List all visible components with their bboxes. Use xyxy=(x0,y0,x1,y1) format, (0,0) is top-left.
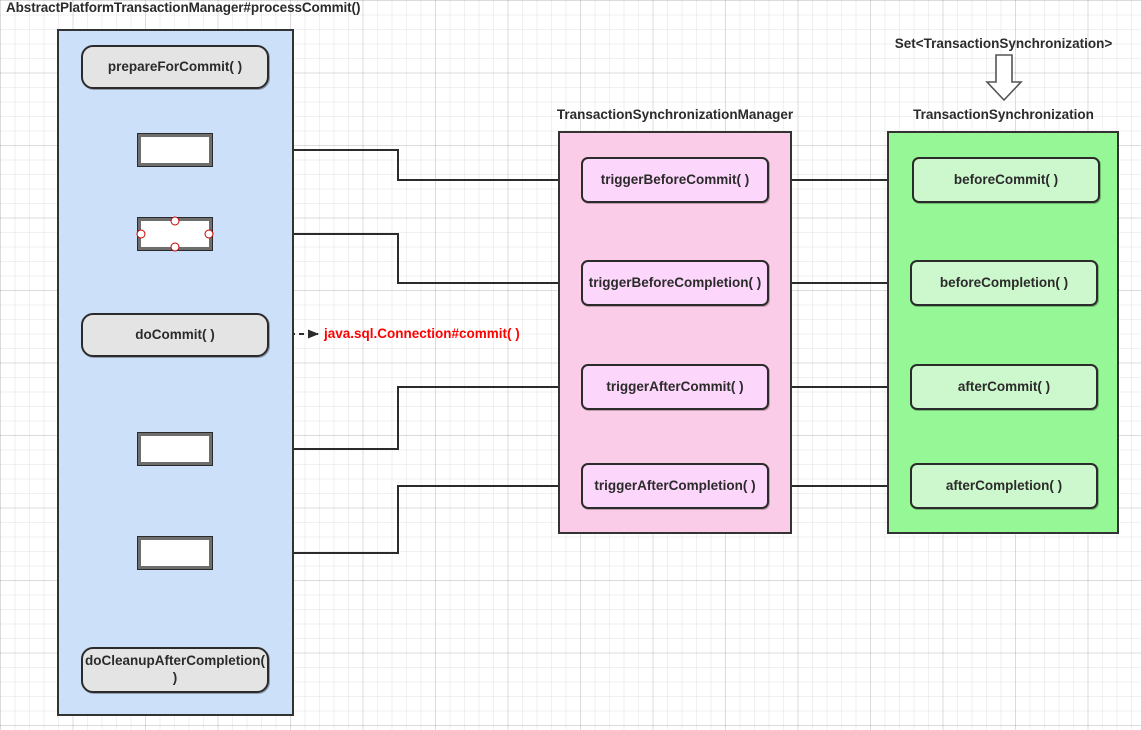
node-afterCommit[interactable]: afterCommit( ) xyxy=(910,364,1098,410)
node-label: triggerAfterCompletion( ) xyxy=(594,477,756,493)
external-call-label: java.sql.Connection#commit( ) xyxy=(324,326,520,341)
page-title: AbstractPlatformTransactionManager#proce… xyxy=(6,0,361,15)
node-afterCompletion[interactable]: afterCompletion( ) xyxy=(910,463,1098,509)
node-label: triggerAfterCommit( ) xyxy=(606,378,744,394)
node-triggerAfterCompletion[interactable]: triggerAfterCompletion( ) xyxy=(581,463,769,509)
node-label: beforeCompletion( ) xyxy=(939,274,1069,290)
node-label: afterCommit( ) xyxy=(957,378,1051,394)
node-doCleanupAfterCompletion[interactable]: doCleanupAfterCompletion( ) xyxy=(81,647,269,693)
node-prepareForCommit[interactable]: prepareForCommit( ) xyxy=(81,45,269,89)
node-step-before-completion-selected[interactable] xyxy=(136,216,214,252)
panel-title-transaction-synchronization-manager: TransactionSynchronizationManager xyxy=(556,107,794,122)
panel-abstract-platform-transaction-manager xyxy=(57,29,294,716)
node-step-after-completion[interactable] xyxy=(137,536,213,570)
node-label: triggerBeforeCompletion( ) xyxy=(588,274,762,290)
node-beforeCompletion[interactable]: beforeCompletion( ) xyxy=(910,260,1098,306)
node-triggerBeforeCompletion[interactable]: triggerBeforeCompletion( ) xyxy=(581,260,769,306)
hollow-down-arrow-icon xyxy=(985,54,1023,102)
node-doCommit[interactable]: doCommit( ) xyxy=(81,313,269,357)
resize-handle-right[interactable] xyxy=(204,229,214,239)
node-label: doCleanupAfterCompletion( ) xyxy=(85,653,265,685)
node-label: afterCompletion( ) xyxy=(945,477,1063,493)
node-label: prepareForCommit( ) xyxy=(107,58,243,74)
node-beforeCommit[interactable]: beforeCommit( ) xyxy=(912,157,1100,203)
resize-handle-top[interactable] xyxy=(170,216,180,226)
node-label: triggerBeforeCommit( ) xyxy=(600,171,750,187)
node-label: beforeCommit( ) xyxy=(953,171,1059,187)
panel-title-transaction-synchronization: TransactionSynchronization xyxy=(913,107,1094,122)
resize-handle-bottom[interactable] xyxy=(170,242,180,252)
node-triggerAfterCommit[interactable]: triggerAfterCommit( ) xyxy=(581,364,769,410)
resize-handle-left[interactable] xyxy=(136,229,146,239)
node-step-after-commit[interactable] xyxy=(137,432,213,466)
node-label: doCommit( ) xyxy=(135,326,215,342)
node-triggerBeforeCommit[interactable]: triggerBeforeCommit( ) xyxy=(581,157,769,203)
node-step-before-commit[interactable] xyxy=(137,133,213,167)
collection-type-label: Set<TransactionSynchronization> xyxy=(894,36,1113,51)
